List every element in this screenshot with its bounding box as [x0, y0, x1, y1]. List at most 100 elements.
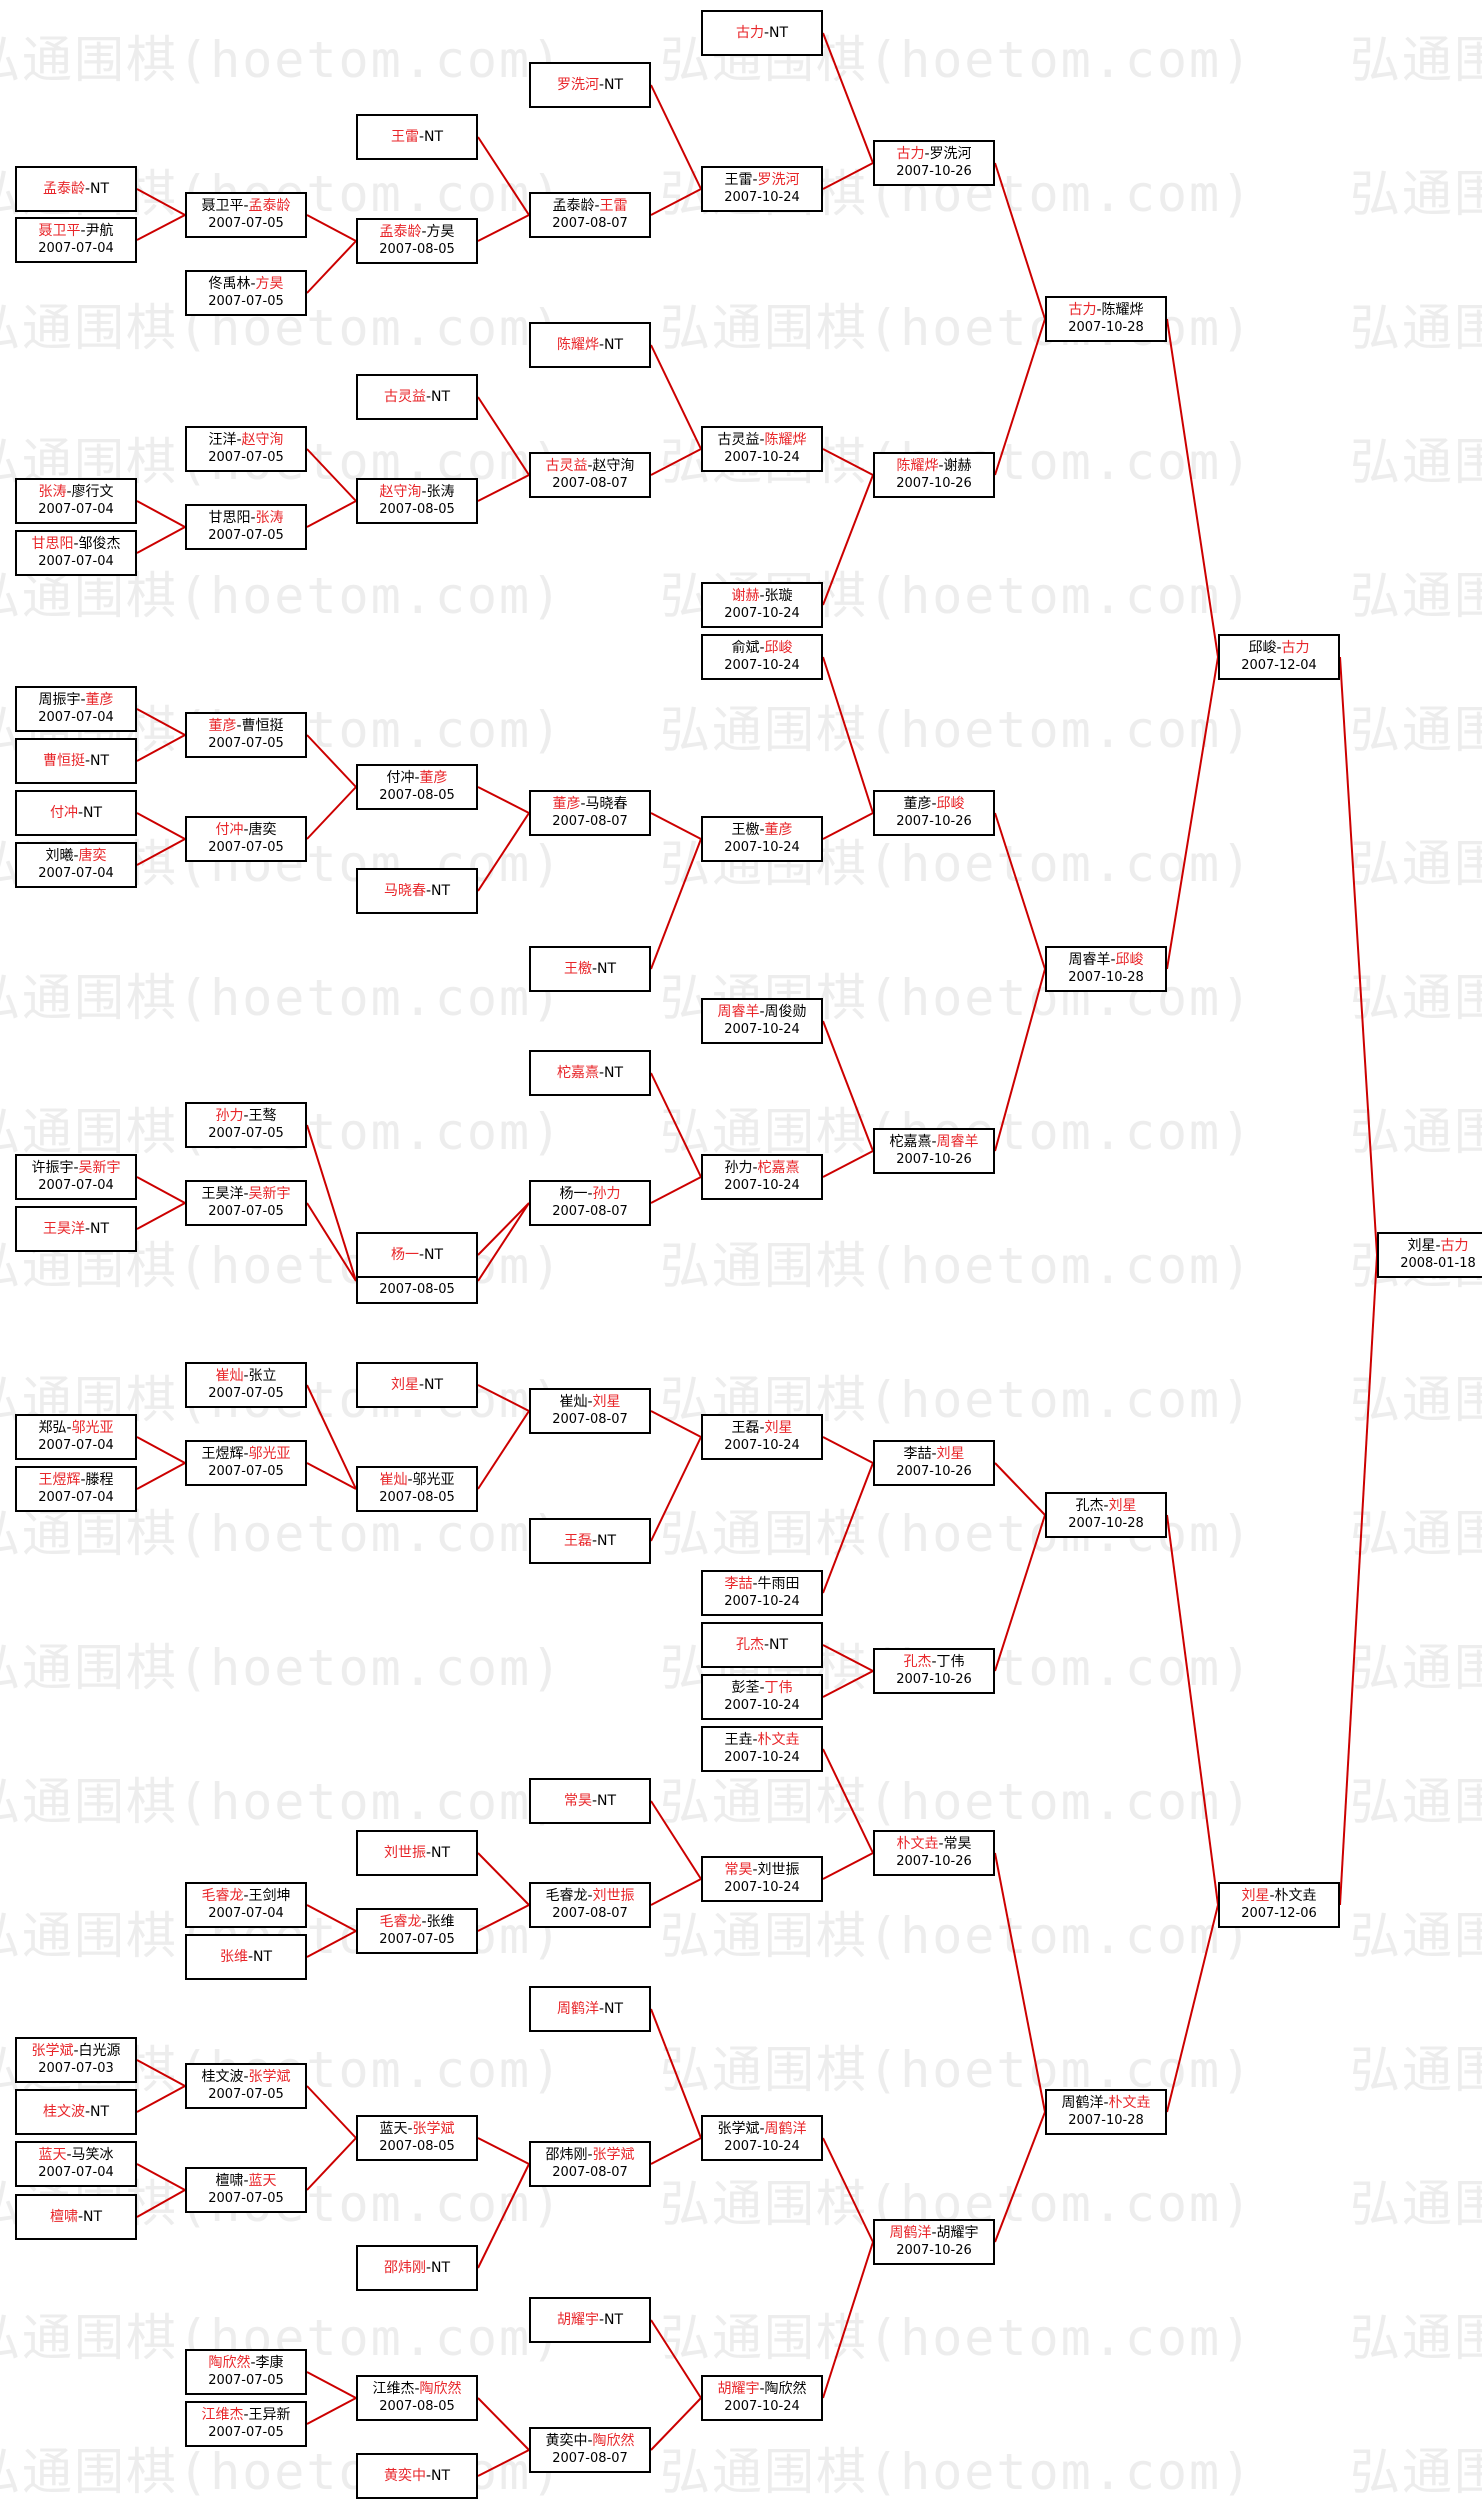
connector-line: [136, 2085, 186, 2113]
match-players: 黄奕中-陶欣然: [545, 2432, 634, 2450]
match-box-r3-8: 杨一-NT: [356, 1232, 478, 1278]
match-players: 孟泰龄-NT: [43, 180, 109, 198]
separator: -: [66, 2147, 72, 2163]
separator: -: [414, 770, 420, 786]
match-date: 2007-08-05: [379, 502, 455, 517]
separator: -: [243, 1888, 249, 1904]
match-date: 2007-08-07: [552, 476, 628, 491]
player-one: 赵守洵: [379, 484, 422, 500]
connector-line: [822, 474, 874, 606]
player-two: 张学斌: [592, 2147, 635, 2163]
connector-line: [822, 448, 874, 476]
separator: -: [598, 337, 605, 353]
connector-line: [477, 2137, 530, 2165]
player-two: 罗洗河: [929, 146, 972, 162]
connector-line: [136, 2163, 186, 2191]
match-date: 2007-07-05: [208, 2373, 284, 2388]
connector-line: [477, 1904, 530, 1932]
player-one: 毛睿龙: [545, 1888, 588, 1904]
match-players: 刘星-古力: [1407, 1237, 1468, 1255]
connector-line: [477, 1202, 530, 1282]
connector-line: [136, 1436, 186, 1464]
connector-line: [822, 1748, 874, 1854]
match-date: 2007-10-26: [896, 2243, 972, 2258]
player-two: 吴新宇: [78, 1160, 121, 1176]
separator: -: [763, 1637, 770, 1653]
connector-line: [994, 968, 1046, 1152]
connector-line: [994, 812, 1046, 970]
player-one: 邵炜刚: [545, 2147, 588, 2163]
connector-line: [822, 2137, 874, 2243]
match-players: 常昊-NT: [564, 1792, 616, 1810]
match-players: 王檄-NT: [564, 960, 616, 978]
player-two: NT: [597, 1793, 617, 1809]
match-players: 张学斌-白光源: [31, 2042, 120, 2060]
match-players: 古灵益-NT: [384, 388, 450, 406]
player-one: 孔杰: [903, 1654, 932, 1670]
separator: -: [931, 2225, 937, 2241]
player-two: 邬光亚: [71, 1420, 114, 1436]
connector-line: [650, 2137, 702, 2165]
player-two: 董彦: [419, 770, 448, 786]
separator: -: [66, 1420, 72, 1436]
connector-line: [306, 2085, 357, 2139]
player-one: 胡耀宇: [556, 2312, 599, 2328]
match-date: 2007-07-05: [208, 2087, 284, 2102]
match-players: 崔灿-刘星: [559, 1393, 620, 1411]
player-two: 朴文垚: [1274, 1888, 1317, 1904]
player-two: 罗洗河: [757, 172, 800, 188]
match-date: 2007-10-24: [724, 1698, 800, 1713]
match-players: 檀啸-蓝天: [215, 2172, 276, 2190]
connector-line: [136, 708, 186, 736]
match-date: 2007-07-04: [38, 866, 114, 881]
separator: -: [587, 1186, 593, 1202]
match-date: 2007-10-26: [896, 1464, 972, 1479]
connector-line: [306, 786, 357, 840]
player-two: 赵守洵: [592, 458, 635, 474]
match-players: 杨一-NT: [391, 1246, 443, 1264]
connector-line: [306, 1930, 357, 1958]
connector-line: [306, 734, 357, 788]
match-box-r4-13: 周鹤洋-NT: [529, 1986, 651, 2032]
connector-line: [136, 526, 186, 554]
match-players: 刘星-NT: [391, 1376, 443, 1394]
connector-line: [136, 1202, 186, 1230]
player-two: 刘世振: [757, 1862, 800, 1878]
separator: -: [759, 1004, 765, 1020]
connector-line: [136, 2189, 186, 2218]
match-players: 朴文垚-常昊: [896, 1835, 971, 1853]
match-players: 张涛-廖行文: [38, 483, 113, 501]
player-one: 许振宇: [31, 1160, 74, 1176]
connector-line: [994, 1852, 1046, 2113]
match-players: 邵炜刚-NT: [384, 2259, 450, 2277]
match-players: 李喆-刘星: [903, 1445, 964, 1463]
match-players: 王雷-罗洗河: [724, 171, 799, 189]
connector-line: [306, 214, 357, 242]
match-date: 2007-07-05: [208, 2191, 284, 2206]
player-one: 王雷: [390, 129, 419, 145]
player-one: 周鹤洋: [1061, 2095, 1104, 2111]
match-date: 2007-07-05: [208, 294, 284, 309]
match-players: 董彦-马晓春: [552, 795, 627, 813]
match-players: 孟泰龄-王雷: [552, 197, 627, 215]
player-one: 陶欣然: [208, 2355, 251, 2371]
connector-line: [136, 1176, 186, 1204]
player-one: 甘思阳: [208, 510, 251, 526]
match-date: 2007-08-07: [552, 2451, 628, 2466]
match-date: 2007-07-05: [208, 1386, 284, 1401]
player-one: 蓝天: [379, 2121, 408, 2137]
player-two: 刘星: [764, 1420, 793, 1436]
